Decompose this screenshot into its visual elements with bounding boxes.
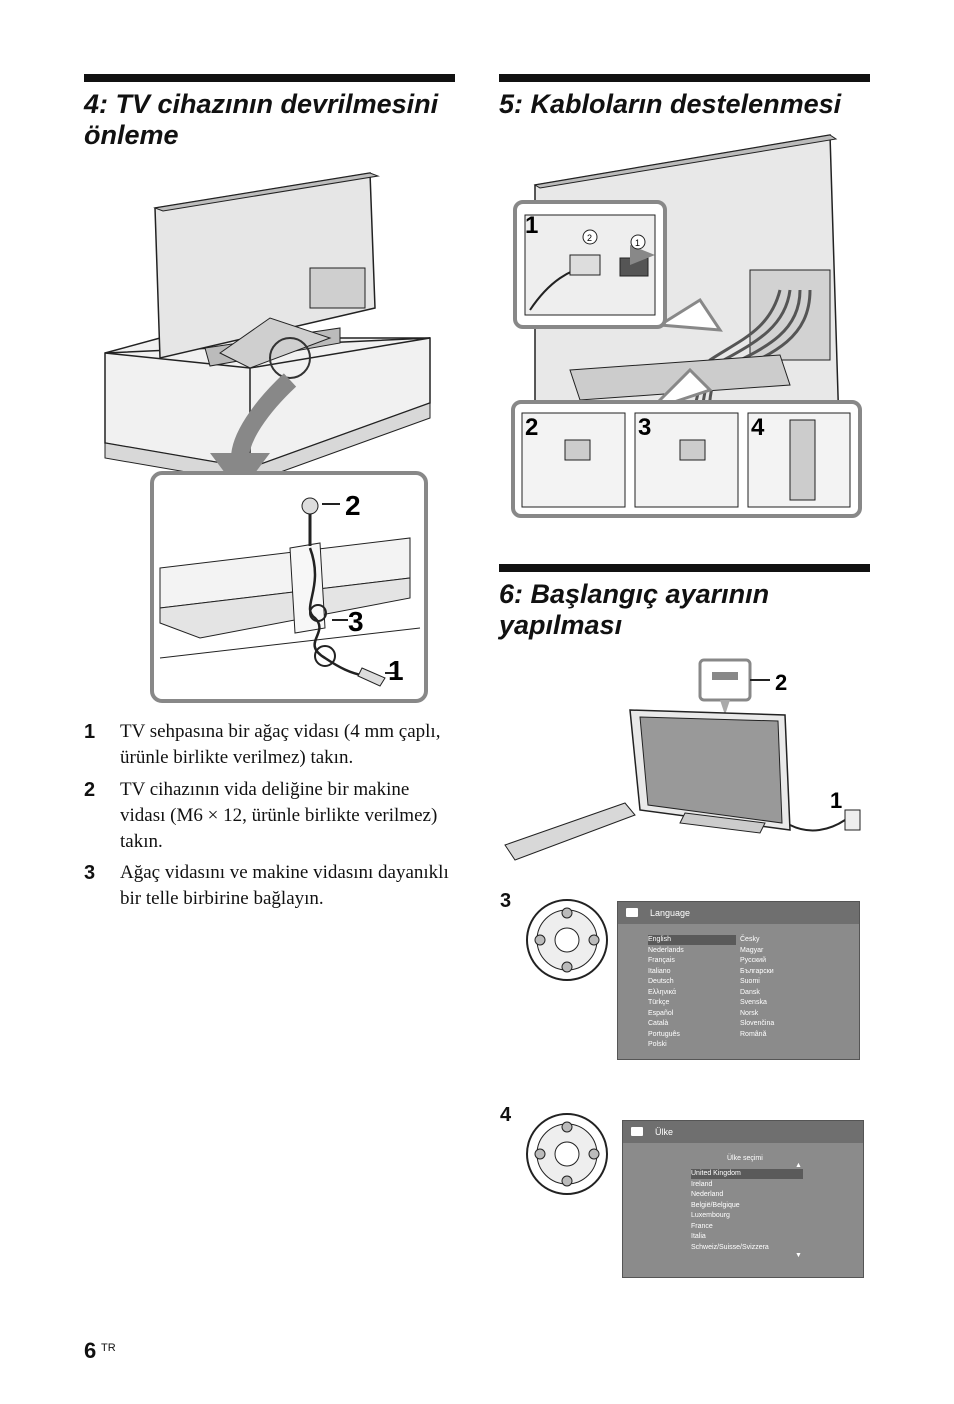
language-option[interactable]: Magyar — [740, 946, 764, 954]
step-text: Ağaç vidasını ve makine vidasını dayanık… — [120, 862, 449, 909]
cable-bundling-illustration: 2 1 1 2 3 4 — [511, 134, 862, 518]
language-option[interactable]: Nederlands — [648, 946, 684, 954]
country-option[interactable]: United Kingdom — [691, 1169, 803, 1179]
step-2: 2 TV cihazının vida deliğine bir makine … — [84, 777, 444, 857]
page-number: 6 — [84, 1338, 97, 1363]
scroll-up-icon: ▲ — [795, 1162, 802, 1169]
language-option[interactable]: Italiano — [648, 967, 671, 975]
section6-title: 6: Başlangıç ayarının yapılması — [499, 579, 770, 640]
section5-rule — [499, 74, 870, 82]
section5-title: 5: Kabloların destelenmesi — [499, 89, 842, 119]
callout-2: 2 — [775, 670, 787, 695]
tv-power-illustration: 2 1 — [504, 658, 861, 861]
callout-3: 3 — [348, 606, 364, 637]
navigation-pad-icon — [526, 1113, 608, 1195]
language-option[interactable]: Türkçe — [648, 999, 670, 1006]
language-option[interactable]: Português — [648, 1030, 680, 1038]
step-text: TV sehpasına bir ağaç vidası (4 mm çaplı… — [120, 721, 441, 768]
scroll-down-icon: ▼ — [795, 1252, 802, 1259]
navigation-pad-icon — [526, 899, 608, 981]
callout-3: 3 — [500, 890, 512, 912]
callout-1: 1 — [525, 212, 538, 239]
language-option[interactable]: Svenska — [740, 999, 767, 1006]
toolbox-icon — [626, 908, 638, 917]
callout-2: 2 — [345, 490, 361, 521]
country-option[interactable]: België/Belgique — [691, 1201, 740, 1209]
section6-rule — [499, 564, 870, 572]
callout-4: 4 — [500, 1104, 512, 1126]
country-option[interactable]: Nederland — [691, 1191, 724, 1198]
section4-rule — [84, 74, 455, 82]
language-option[interactable]: Česky — [740, 936, 760, 943]
step-number: 1 — [84, 721, 96, 743]
language-option[interactable]: Slovenčina — [740, 1020, 775, 1027]
country-option[interactable]: France — [691, 1222, 713, 1230]
language-option[interactable]: Ελληνικά — [648, 988, 677, 996]
callout-2: 2 — [525, 414, 538, 441]
svg-text:2: 2 — [587, 233, 592, 243]
language-option[interactable]: Català — [648, 1020, 669, 1027]
step-3: 3 Ağaç vidasını ve makine vidasını dayan… — [84, 860, 449, 914]
country-option[interactable]: Italia — [691, 1233, 706, 1240]
language-option[interactable]: English — [648, 935, 736, 945]
section4-title: 4: TV cihazının devrilmesini önleme — [84, 89, 439, 150]
country-option[interactable]: Luxembourg — [691, 1212, 730, 1219]
callout-1: 1 — [388, 655, 404, 686]
language-option[interactable]: Español — [648, 1009, 674, 1017]
language-option[interactable]: Norsk — [740, 1009, 759, 1017]
page-language-code: TR — [101, 1342, 116, 1354]
step-number: 2 — [84, 779, 96, 801]
language-option[interactable]: Suomi — [740, 978, 760, 985]
language-option[interactable]: Български — [740, 967, 774, 975]
svg-text:1: 1 — [635, 238, 640, 248]
language-option[interactable]: Deutsch — [648, 978, 674, 985]
toolbox-icon — [631, 1127, 643, 1136]
country-menu-subtitle: Ülke seçimi — [727, 1155, 763, 1162]
step-1: 1 TV sehpasına bir ağaç vidası (4 mm çap… — [84, 719, 444, 773]
language-option[interactable]: Română — [740, 1030, 767, 1038]
country-option[interactable]: Schweiz/Suisse/Svizzera — [691, 1243, 769, 1251]
step-text: TV cihazının vida deliğine bir makine vi… — [120, 779, 438, 852]
country-menu-header: Ülke — [623, 1121, 863, 1143]
language-option[interactable]: Dansk — [740, 988, 760, 996]
step-number: 3 — [84, 862, 96, 884]
language-option[interactable]: Polski — [648, 1041, 667, 1048]
country-option[interactable]: Ireland — [691, 1180, 713, 1188]
tv-stand-illustration: 2 3 1 — [104, 172, 431, 703]
callout-1: 1 — [830, 788, 842, 813]
callout-3: 3 — [638, 414, 651, 441]
language-option[interactable]: Русский — [740, 957, 766, 964]
language-menu-header: Language — [618, 902, 859, 924]
language-option[interactable]: Français — [648, 957, 675, 964]
callout-4: 4 — [751, 414, 765, 441]
